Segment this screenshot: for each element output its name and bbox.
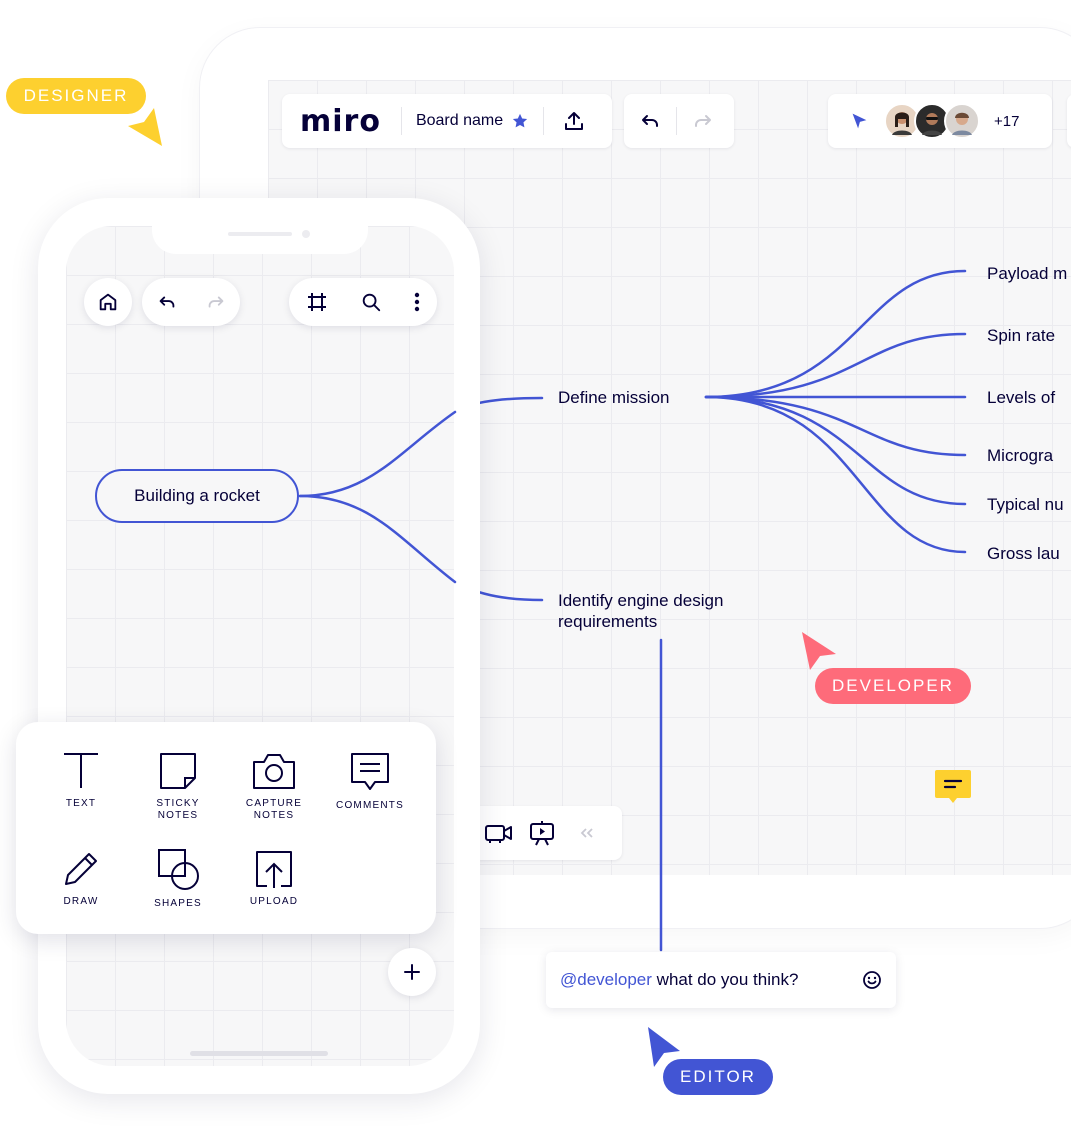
designer-cursor-icon [128,108,162,146]
phone-camera [302,230,310,238]
text-icon [64,753,98,788]
camera-icon [253,754,295,789]
presentation-icon[interactable] [528,819,556,847]
video-call-icon[interactable] [484,821,514,845]
board-header-toolbar: miro Board name [282,94,612,148]
editor-cursor-icon [648,1027,680,1067]
branch-node-define-mission[interactable]: Define mission [558,388,670,407]
collaborators-toolbar: +17 [828,94,1052,148]
toolbar-divider [676,107,677,135]
redo-icon[interactable] [205,291,227,313]
tool-upload[interactable]: UPLOAD [226,848,322,908]
leaf-node[interactable]: Levels of [987,388,1056,407]
more-vertical-icon[interactable] [413,291,421,313]
tool-label: COMMENTS [336,800,404,811]
tool-label: SHAPES [154,898,202,909]
phone-speaker [228,232,292,236]
leaf-node[interactable]: Typical nu [987,495,1064,514]
tool-text[interactable]: TEXT [33,750,129,810]
shapes-icon [158,849,199,890]
pointer-follow-icon[interactable] [848,110,870,132]
tool-label: DRAW [63,896,99,907]
leaf-node[interactable]: Gross lau [987,544,1060,563]
upload-icon [256,851,292,888]
root-node[interactable]: Building a rocket [95,469,299,523]
comment-text: @developer what do you think? [560,970,799,989]
star-icon[interactable] [511,112,529,130]
toolbar-divider [400,107,402,135]
miro-logo: miro [300,103,381,139]
leaf-node[interactable]: Payload m [987,264,1068,283]
designer-tag: DESIGNER [6,78,146,114]
comment-bubble[interactable]: @developer what do you think? [546,952,896,1008]
add-button[interactable] [388,948,436,996]
share-upload-icon[interactable] [562,109,586,133]
comment-icon [351,753,389,790]
phone-home-indicator [190,1051,328,1056]
home-button[interactable] [84,278,132,326]
collapse-chevrons-icon[interactable] [578,824,596,842]
comment-marker-icon[interactable] [933,768,973,808]
collaborator-avatar[interactable] [944,103,980,139]
home-icon [99,293,117,311]
sticky-note-icon [160,753,196,789]
toolbar-divider [543,107,545,135]
meeting-toolbar [470,806,622,860]
phone-undo-redo [142,278,240,326]
board-menu-partial[interactable] [1067,94,1071,148]
collaborators-count[interactable]: +17 [994,112,1020,130]
plus-icon [404,964,420,980]
undo-icon[interactable] [638,109,662,133]
pencil-icon [65,853,97,885]
tool-label: UPLOAD [249,896,299,907]
branch-node-engine-requirements[interactable]: Identify engine design requirements [558,591,724,631]
search-icon[interactable] [360,291,382,313]
phone-right-tools [289,278,437,326]
comment-mention[interactable]: @developer [560,970,652,989]
undo-icon[interactable] [156,291,178,313]
emoji-icon[interactable] [862,970,882,990]
developer-tag: DEVELOPER [815,668,971,704]
redo-icon[interactable] [691,109,715,133]
developer-cursor-icon [802,632,836,670]
tool-shapes[interactable]: SHAPES [130,846,226,910]
tool-draw[interactable]: DRAW [33,848,129,908]
board-name[interactable]: Board name [415,112,504,129]
tool-comments[interactable]: COMMENTS [322,750,418,812]
tool-label: TEXT [65,798,97,809]
frame-icon[interactable] [305,290,329,314]
leaf-node[interactable]: Spin rate [987,326,1056,345]
editor-tag: EDITOR [663,1059,773,1095]
leaf-node[interactable]: Microgra [987,446,1054,465]
undo-redo-toolbar [624,94,734,148]
